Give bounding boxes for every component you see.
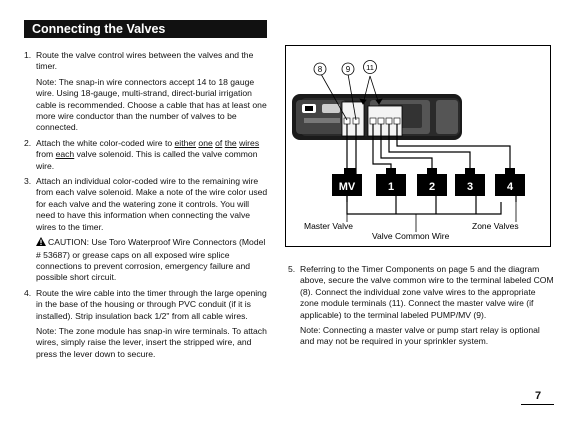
- valve-4: 4: [495, 168, 525, 196]
- step-1: 1. Route the valve control wires between…: [24, 50, 268, 73]
- terminal-strip: [341, 101, 403, 137]
- step-3: 3. Attach an individual color-coded wire…: [24, 176, 268, 233]
- caution-notice: CAUTION: Use Toro Waterproof Wire Connec…: [24, 237, 268, 284]
- step-2: 2. Attach the white color-coded wire to …: [24, 138, 268, 172]
- zone-valves-label: Zone Valves: [472, 221, 519, 231]
- valve-label: 4: [507, 181, 514, 193]
- callout-label: 11: [366, 63, 374, 72]
- step-text: Attach an individual color-coded wire to…: [36, 176, 268, 232]
- caution-text: CAUTION: Use Toro Waterproof Wire Connec…: [36, 237, 266, 283]
- warning-triangle-icon: [36, 237, 46, 249]
- callout-11: 11: [363, 60, 377, 74]
- section-title: Connecting the Valves: [24, 20, 267, 38]
- step-text: Referring to the Timer Components on pag…: [300, 264, 554, 320]
- underlined-word: wires: [239, 137, 260, 148]
- valve-label: 2: [429, 181, 435, 193]
- underlined-word: each: [55, 149, 75, 160]
- valve-common-wire-label: Valve Common Wire: [372, 231, 450, 241]
- step-text: Route the valve control wires between th…: [36, 50, 254, 72]
- master-valve-label: Master Valve: [304, 221, 353, 231]
- step-4: 4. Route the wire cable into the timer t…: [24, 288, 268, 322]
- step-number: 3.: [24, 176, 32, 187]
- callout-9: 9: [341, 62, 355, 76]
- wiring-diagram: 8 9 11 MV 1: [285, 45, 551, 247]
- instructions-right-column: 5. Referring to the Timer Components on …: [288, 264, 556, 352]
- valve-1: 1: [376, 168, 406, 196]
- underlined-word: one: [198, 137, 213, 148]
- step-5: 5. Referring to the Timer Components on …: [288, 264, 556, 321]
- valve-2: 2: [417, 168, 447, 196]
- callout-8: 8: [313, 62, 327, 76]
- valve-3: 3: [455, 168, 485, 196]
- callout-label: 8: [318, 65, 323, 74]
- note-master-valve: Note: Connecting a master valve or pump …: [300, 325, 540, 347]
- step-text-mid: from: [36, 149, 56, 160]
- callout-label: 9: [346, 65, 351, 74]
- valve-label: 1: [388, 181, 394, 193]
- note-wire-gauge: Note: The snap-in wire connectors accept…: [36, 76, 267, 133]
- underlined-word: of: [215, 137, 223, 148]
- valve-label: 3: [467, 181, 473, 193]
- page-number-underline: [521, 404, 554, 405]
- step-number: 4.: [24, 287, 32, 298]
- step-number: 2.: [24, 137, 32, 148]
- step-number: 1.: [24, 50, 32, 60]
- step-number: 5.: [288, 264, 296, 274]
- valve-label: MV: [339, 181, 356, 193]
- step-text-post: valve solenoid. This is called the valve…: [36, 149, 258, 171]
- underlined-word: either: [174, 137, 197, 148]
- page-number: 7: [535, 390, 542, 402]
- underlined-word: the: [224, 137, 237, 148]
- note-zone-module: Note: The zone module has snap-in wire t…: [36, 325, 267, 359]
- step-text: Route the wire cable into the timer thro…: [36, 287, 267, 321]
- step-text-pre: Attach the white color-coded wire to: [36, 137, 175, 148]
- instructions-left-column: 1. Route the valve control wires between…: [24, 50, 268, 364]
- valve-mv: MV: [332, 168, 362, 196]
